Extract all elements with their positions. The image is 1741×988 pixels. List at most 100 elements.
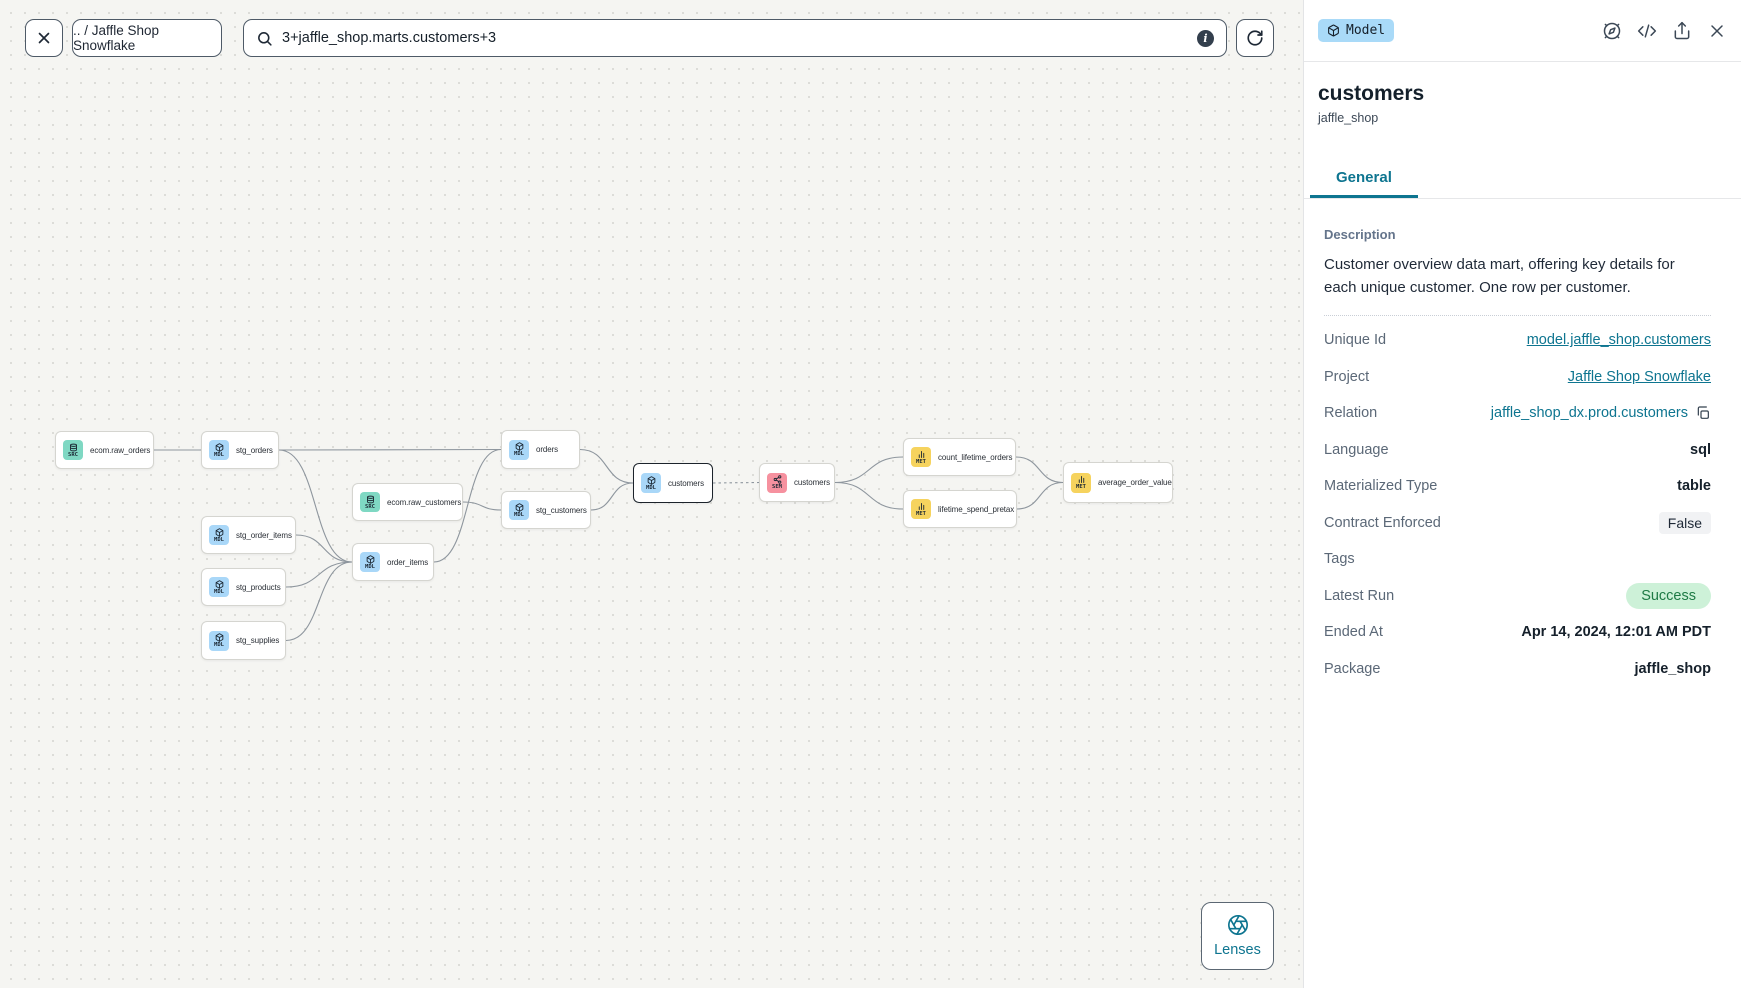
edge-stg_orders-to-orders [278, 448, 502, 451]
copy-icon[interactable] [1695, 405, 1711, 421]
share-nodes-icon: SEM [767, 472, 787, 493]
bar-chart-icon: MET [911, 499, 931, 519]
edge-customers-to-customers_sem [712, 481, 760, 484]
detail-label: Unique Id [1324, 332, 1387, 349]
detail-label: Project [1324, 368, 1370, 385]
close-icon [38, 32, 50, 44]
node-label: order_items [387, 557, 429, 567]
detail-label: Latest Run [1324, 587, 1395, 604]
node-label: stg_customers [536, 505, 587, 515]
node-label: count_lifetime_orders [938, 452, 1013, 462]
node-label: stg_supplies [236, 636, 280, 645]
detail-row-relation: Relation jaffle_shop_dx.prod.customers [1324, 395, 1711, 432]
detail-label: Ended At [1324, 624, 1383, 641]
node-label: stg_products [236, 582, 281, 592]
box-icon: MDL [509, 500, 529, 520]
detail-value: jaffle_shop [1634, 660, 1711, 677]
node-stg_customers[interactable]: MDL stg_customers [501, 491, 591, 529]
close-canvas-button[interactable] [25, 19, 63, 57]
section-divider [1324, 315, 1711, 316]
description-label: Description [1324, 227, 1396, 242]
model-title: customers [1318, 82, 1425, 105]
detail-value: False [1658, 511, 1711, 534]
detail-value[interactable]: jaffle_shop_dx.prod.customers [1490, 405, 1688, 422]
model-details-panel: Model [1303, 0, 1741, 988]
detail-row-ended-at: Ended At Apr 14, 2024, 12:01 AM PDT [1324, 614, 1711, 651]
lineage-edges [154, 448, 1064, 642]
aperture-icon [1227, 915, 1248, 935]
edge-order_items-to-orders [433, 448, 502, 563]
box-icon: MDL [360, 552, 380, 572]
detail-row-project: Project Jaffle Shop Snowflake [1324, 359, 1711, 396]
description-text: Customer overview data mart, offering ke… [1324, 256, 1675, 296]
model-package-subtitle: jaffle_shop [1318, 111, 1379, 125]
lenses-label: Lenses [1214, 942, 1261, 958]
edge-stg_order_items-to-order_items [295, 534, 353, 563]
edge-count_lifetime_orders-to-average_order_value [1015, 456, 1064, 484]
lenses-button[interactable]: Lenses [1201, 902, 1274, 970]
close-icon [1711, 24, 1723, 37]
database-icon: SRC [63, 440, 83, 460]
model-type-badge: Model [1318, 19, 1395, 42]
detail-row-tags: Tags [1324, 541, 1711, 578]
detail-label: Relation [1324, 405, 1378, 422]
edge-stg_orders-to-order_items [278, 449, 353, 563]
node-orders[interactable]: MDL orders [501, 430, 580, 469]
detail-value[interactable]: Jaffle Shop Snowflake [1567, 368, 1711, 385]
search-icon [258, 31, 272, 46]
tab-general[interactable]: General [1310, 169, 1418, 198]
node-customers_sem[interactable]: SEM customers [759, 463, 835, 502]
edge-stg_products-to-order_items [285, 561, 353, 588]
explore-button[interactable] [1602, 21, 1622, 41]
bar-chart-icon: MET [1071, 472, 1091, 493]
breadcrumb[interactable]: .. / Jaffle Shop Snowflake [72, 19, 222, 57]
model-badge-label: Model [1346, 23, 1386, 38]
detail-label: Tags [1324, 551, 1355, 568]
node-ecom.raw_orders[interactable]: SRC ecom.raw_orders [55, 431, 154, 469]
bar-chart-icon: MET [911, 447, 931, 467]
edge-ecom.raw_customers-to-stg_customers [462, 501, 502, 511]
detail-value: table [1677, 478, 1711, 495]
view-code-button[interactable] [1637, 21, 1657, 41]
edge-orders-to-customers [579, 448, 634, 484]
search-input[interactable] [282, 30, 1188, 46]
close-panel-button[interactable] [1707, 21, 1727, 41]
detail-row-unique-id: Unique Id model.jaffle_shop.customers [1324, 322, 1711, 359]
node-label: stg_order_items [236, 530, 292, 540]
detail-label: Materialized Type [1324, 478, 1438, 495]
edge-customers_sem-to-lifetime_spend_pretax [834, 481, 904, 510]
node-label: orders [536, 445, 559, 454]
edge-stg_supplies-to-order_items [285, 561, 353, 642]
node-label: ecom.raw_orders [90, 445, 151, 455]
node-order_items[interactable]: MDL order_items [352, 543, 434, 581]
refresh-icon [1247, 30, 1263, 46]
node-label: customers [668, 478, 704, 488]
box-icon: MDL [509, 439, 529, 460]
edge-lifetime_spend_pretax-to-average_order_value [1016, 481, 1064, 510]
share-button[interactable] [1672, 21, 1692, 41]
node-stg_products[interactable]: MDL stg_products [201, 568, 286, 606]
edge-stg_customers-to-customers [590, 482, 634, 511]
search-box: i [243, 19, 1227, 57]
detail-value: Apr 14, 2024, 12:01 AM PDT [1521, 624, 1711, 641]
detail-label: Contract Enforced [1324, 514, 1441, 531]
database-icon: SRC [360, 492, 380, 512]
box-icon: MDL [209, 577, 229, 597]
code-icon [1637, 23, 1657, 38]
node-label: customers [794, 478, 830, 487]
info-icon[interactable]: i [1197, 29, 1214, 47]
node-count_lifetime_orders[interactable]: MET count_lifetime_orders [903, 438, 1016, 476]
refresh-button[interactable] [1236, 19, 1274, 57]
detail-value[interactable]: model.jaffle_shop.customers [1526, 332, 1711, 349]
